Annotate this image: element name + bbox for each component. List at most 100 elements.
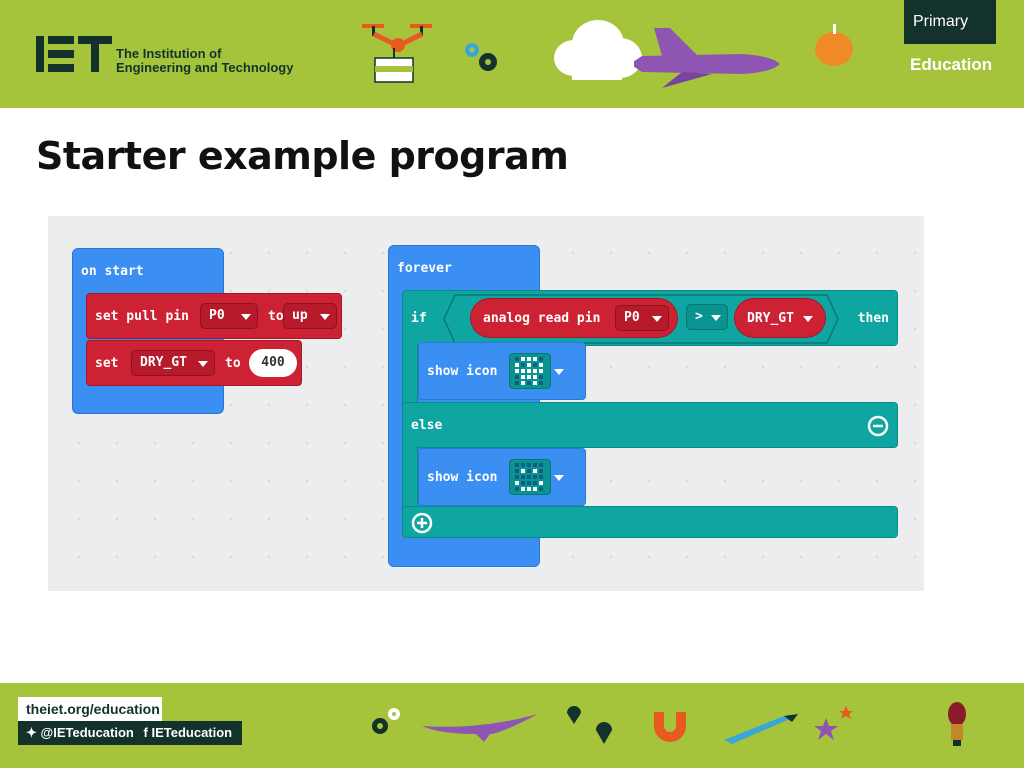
chevron-down-icon	[554, 475, 564, 481]
skull-icon	[515, 357, 543, 385]
led-pixel	[521, 375, 525, 379]
map-pin-icon	[567, 706, 612, 744]
led-pixel	[521, 487, 525, 491]
led-pixel	[533, 481, 537, 485]
led-pixel	[515, 357, 519, 361]
led-pixel	[539, 375, 543, 379]
magnet-icon	[654, 712, 686, 742]
led-pixel	[539, 469, 543, 473]
show-icon-label: show icon	[427, 364, 498, 379]
led-pixel	[527, 481, 531, 485]
led-pixel	[539, 481, 543, 485]
twitter-handle[interactable]: @IETeducation	[40, 725, 134, 740]
happy-icon	[515, 463, 543, 491]
led-pixel	[527, 463, 531, 467]
led-pixel	[521, 363, 525, 367]
if-footer	[402, 506, 898, 538]
logo-text-line1: The Institution of	[116, 46, 222, 61]
to-label: to	[268, 309, 284, 324]
glider-plane-icon	[422, 714, 538, 742]
led-icon-picker-2[interactable]	[509, 459, 564, 495]
iet-logo-icon	[36, 36, 112, 72]
on-start-label: on start	[81, 264, 144, 279]
led-pixel	[521, 357, 525, 361]
led-pixel	[521, 463, 525, 467]
led-pixel	[527, 381, 531, 385]
analog-read-label: analog read pin	[483, 311, 601, 326]
pull-mode-dropdown[interactable]: up	[283, 303, 337, 329]
chevron-down-icon	[711, 315, 721, 321]
led-pixel	[515, 375, 519, 379]
led-pixel	[515, 363, 519, 367]
chevron-down-icon	[241, 314, 251, 320]
forever-label: forever	[397, 261, 452, 276]
led-pixel	[515, 475, 519, 479]
led-pixel	[539, 363, 543, 367]
set-label: set	[95, 356, 119, 371]
led-pixel	[527, 369, 531, 373]
chevron-down-icon	[554, 369, 564, 375]
facebook-icon: f	[143, 725, 148, 740]
primary-label: Primary	[904, 0, 996, 44]
led-pixel	[515, 481, 519, 485]
led-pixel	[521, 475, 525, 479]
led-pixel	[527, 475, 531, 479]
led-pixel	[533, 381, 537, 385]
led-pixel	[539, 475, 543, 479]
led-icon-picker[interactable]	[509, 353, 564, 389]
logo-text-line2: Engineering and Technology	[116, 60, 294, 75]
led-pixel	[539, 357, 543, 361]
set-pull-pin-block[interactable]: set pull pin P0 to up	[86, 293, 342, 339]
social-links: ✦ @IETeducation f IETeducation	[18, 721, 242, 745]
apple-icon	[815, 24, 853, 66]
led-pixel	[527, 375, 531, 379]
led-pixel	[527, 469, 531, 473]
led-pixel	[515, 469, 519, 473]
gears-icon	[465, 43, 497, 71]
chevron-down-icon	[198, 361, 208, 367]
cloud-icon	[554, 20, 642, 80]
led-pixel	[521, 369, 525, 373]
remove-else-icon[interactable]	[867, 415, 889, 437]
show-icon-label-2: show icon	[427, 470, 498, 485]
set-pull-pin-label: set pull pin	[95, 309, 189, 324]
value-input[interactable]: 400	[249, 349, 297, 377]
gears-icon-footer	[372, 708, 400, 734]
website-link[interactable]: theiet.org/education	[18, 697, 162, 721]
analog-pin-dropdown[interactable]: P0	[615, 305, 669, 331]
led-pixel	[533, 363, 537, 367]
led-pixel	[515, 381, 519, 385]
led-pixel	[515, 369, 519, 373]
else-section: else	[402, 402, 898, 448]
then-label: then	[857, 311, 889, 326]
led-pixel	[527, 363, 531, 367]
header-banner	[0, 0, 1024, 108]
show-icon-block-1[interactable]: show icon	[418, 342, 586, 400]
led-pixel	[533, 375, 537, 379]
led-pixel	[539, 463, 543, 467]
if-rail	[402, 344, 418, 404]
chevron-down-icon	[652, 316, 662, 322]
variable-dropdown[interactable]: DRY_GT	[131, 350, 215, 376]
led-pixel	[521, 469, 525, 473]
compare-variable-label: DRY_GT	[747, 311, 794, 326]
blocks-workspace[interactable]: on start set pull pin P0 to up set DRY_G…	[48, 216, 924, 591]
analog-read-block[interactable]: analog read pin P0	[470, 298, 678, 338]
operator-dropdown[interactable]: >	[686, 304, 728, 330]
compare-variable-block[interactable]: DRY_GT	[734, 298, 826, 338]
led-pixel	[533, 463, 537, 467]
facebook-handle[interactable]: IETeducation	[151, 725, 233, 740]
lightbulb-icon	[948, 702, 966, 746]
set-variable-block[interactable]: set DRY_GT to 400	[86, 340, 302, 386]
if-label: if	[411, 311, 427, 326]
led-pixel	[533, 469, 537, 473]
led-pixel	[521, 381, 525, 385]
add-else-if-icon[interactable]	[411, 512, 433, 534]
show-icon-block-2[interactable]: show icon	[418, 448, 586, 506]
pencil-icon	[724, 714, 798, 744]
pin-dropdown[interactable]: P0	[200, 303, 258, 329]
drone-icon	[362, 24, 432, 83]
to-label-2: to	[225, 356, 241, 371]
else-label: else	[411, 418, 443, 433]
led-pixel	[515, 463, 519, 467]
